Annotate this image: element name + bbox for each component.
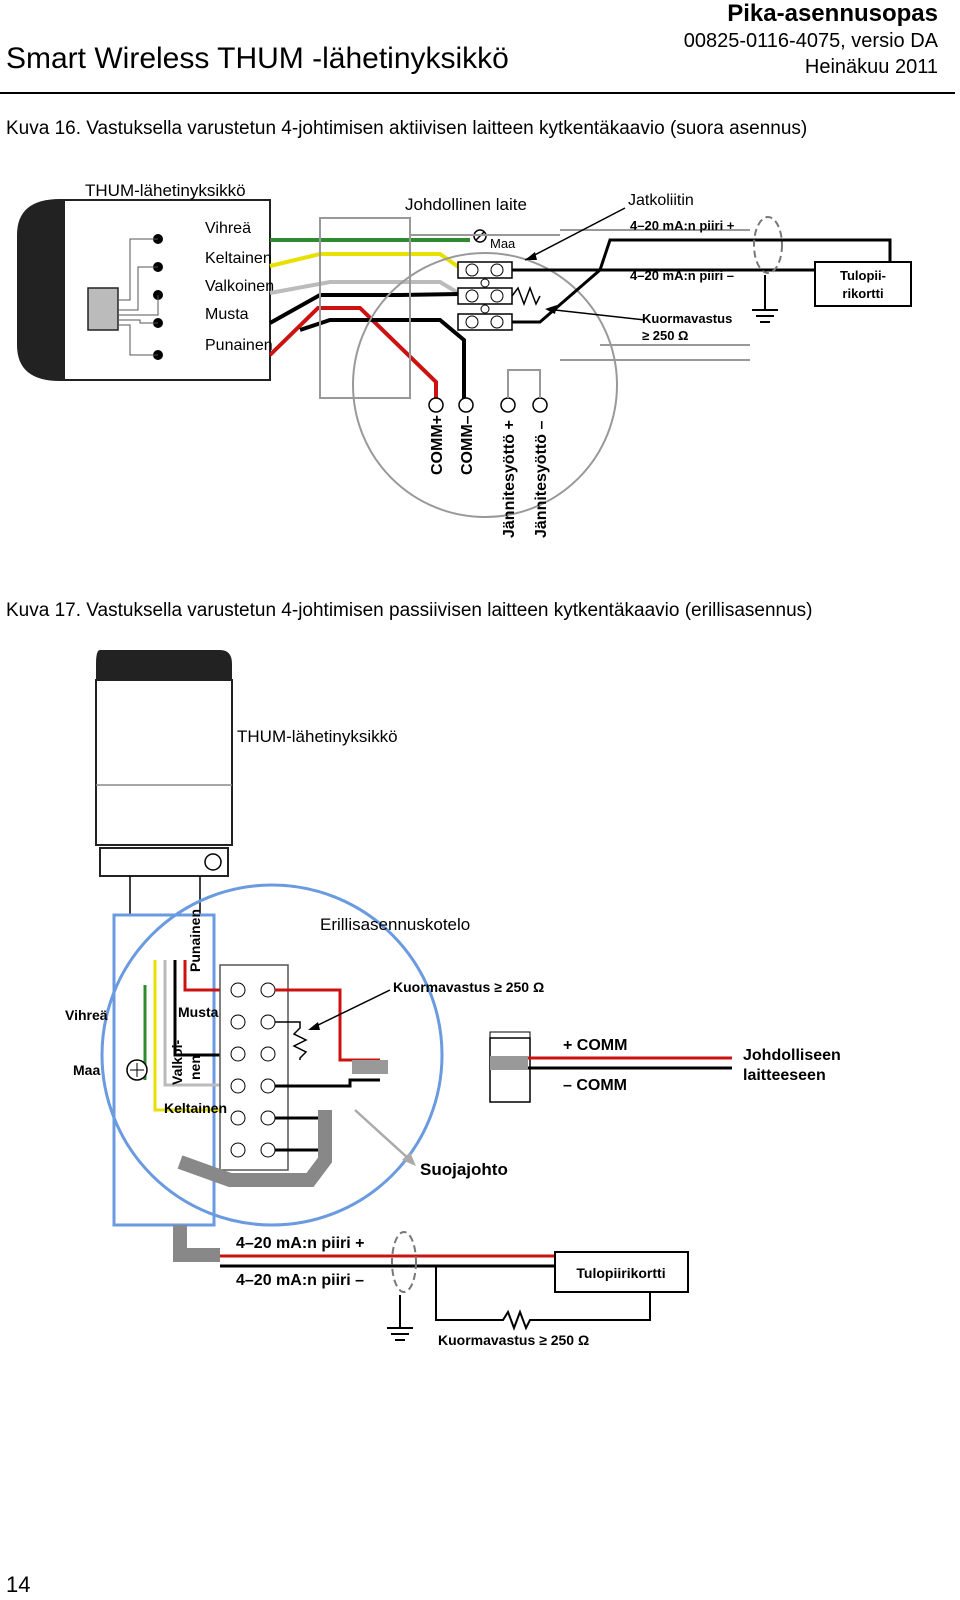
terminal-comm-minus: COMM–	[459, 415, 476, 475]
junction-label: Jatkoliitin	[628, 192, 694, 209]
terminal-power-plus: Jännitesyöttö +	[501, 420, 518, 538]
wire-label-valkoinen-1: Valkoi-	[169, 1040, 185, 1085]
wire-yellow	[269, 252, 462, 270]
wire-label-yellow: Keltainen	[205, 250, 272, 267]
header-rule	[0, 92, 955, 94]
load-label-bottom: Kuormavastus ≥ 250 Ω	[438, 1332, 589, 1348]
input-card-label-17: Tulopiirikortti	[576, 1265, 665, 1281]
resistor-16	[511, 285, 541, 307]
wire-red-17	[183, 960, 225, 992]
comm-minus-label: – COMM	[563, 1077, 627, 1094]
thum-connector	[87, 287, 119, 331]
wire-black	[269, 292, 461, 325]
doc-type: Pika-asennusopas	[727, 0, 938, 27]
input-card-16	[814, 261, 912, 307]
terminal-screws	[230, 982, 276, 1158]
thum-body-17	[95, 679, 233, 846]
enclosure-label: Erillisasennuskotelo	[320, 915, 470, 934]
wire-label-maa: Maa	[73, 1062, 100, 1078]
terminal-comm-plus: COMM+	[429, 415, 446, 475]
load-label-17: Kuormavastus ≥ 250 Ω	[393, 979, 544, 995]
wired-device-label-1: Johdolliseen	[743, 1047, 841, 1064]
wire-label-vihrea: Vihreä	[65, 1007, 108, 1023]
header-meta: Pika-asennusopas 00825-0116-4075, versio…	[684, 0, 938, 80]
terminal-blocks	[457, 261, 513, 331]
input-card-label-1: Tulopii-	[840, 268, 886, 283]
shield-loop-16	[753, 216, 783, 274]
maa-label: Maa	[490, 236, 516, 251]
figure-17-diagram: THUM-lähetinyksikkö Erillisasennuskotelo…	[65, 650, 841, 1348]
shield-bar	[177, 1110, 332, 1187]
wire-label-red: Punainen	[205, 337, 273, 354]
document-title: Smart Wireless THUM -lähetinyksikkö	[6, 42, 509, 75]
enclosure-box	[112, 913, 216, 1227]
wire-label-keltainen: Keltainen	[164, 1100, 227, 1116]
thum-cap	[18, 200, 65, 380]
load-label: Kuormavastus	[642, 311, 732, 326]
wire-white	[269, 280, 462, 296]
device-housing	[319, 217, 411, 399]
shield-loop-17	[391, 1231, 417, 1293]
wire-label-valkoinen-2: nen	[187, 1055, 203, 1080]
resistor-17	[275, 1021, 308, 1060]
input-card-label-2: rikortti	[842, 286, 883, 301]
doc-number: 00825-0116-4075, versio DA	[683, 30, 938, 52]
wire-yellow-17	[153, 960, 225, 1112]
comm-plus-label: + COMM	[563, 1037, 627, 1054]
figure-16-diagram: THUM-lähetinyksikkö Vihreä Keltainen Val…	[17, 181, 912, 538]
input-card-17	[554, 1251, 689, 1293]
wire-red	[268, 306, 438, 400]
loop-minus-label-17: 4–20 mA:n piiri –	[236, 1272, 364, 1289]
loop-plus-label-17: 4–20 mA:n piiri +	[236, 1235, 365, 1252]
terminal-strip	[219, 964, 289, 1171]
loop-minus-label: 4–20 mA:n piiri –	[630, 268, 734, 283]
loop-plus-label: 4–20 mA:n piiri +	[630, 218, 735, 233]
shield-label: Suojajohto	[420, 1160, 508, 1179]
thum-label-17: THUM-lähetinyksikkö	[237, 727, 398, 746]
wire-label-white: Valkoinen	[205, 278, 274, 295]
wire-white-17	[163, 960, 225, 1087]
wired-device-label-2: laitteeseen	[743, 1067, 826, 1084]
conduit-bottom	[173, 1225, 220, 1262]
wire-black-17	[173, 960, 225, 1057]
terminal-power-minus: Jännitesyöttö –	[533, 421, 550, 538]
enclosure-circle	[100, 883, 444, 1227]
device-label: Johdollinen laite	[405, 195, 527, 214]
wire-label-green: Vihreä	[205, 220, 251, 237]
wire-label-black: Musta	[205, 306, 249, 323]
wire-label-punainen: Punainen	[187, 909, 203, 972]
device-circle	[352, 252, 618, 518]
doc-date: Heinäkuu 2011	[804, 56, 938, 78]
figure-16-caption: Kuva 16. Vastuksella varustetun 4-johtim…	[6, 118, 808, 139]
page-number: 14	[6, 1572, 31, 1597]
thum-label: THUM-lähetinyksikkö	[85, 181, 246, 200]
thum-cap-17	[96, 650, 232, 680]
wire-label-musta: Musta	[178, 1004, 219, 1020]
figure-17-caption: Kuva 17. Vastuksella varustetun 4-johtim…	[6, 600, 813, 621]
load-value: ≥ 250 Ω	[642, 328, 688, 343]
